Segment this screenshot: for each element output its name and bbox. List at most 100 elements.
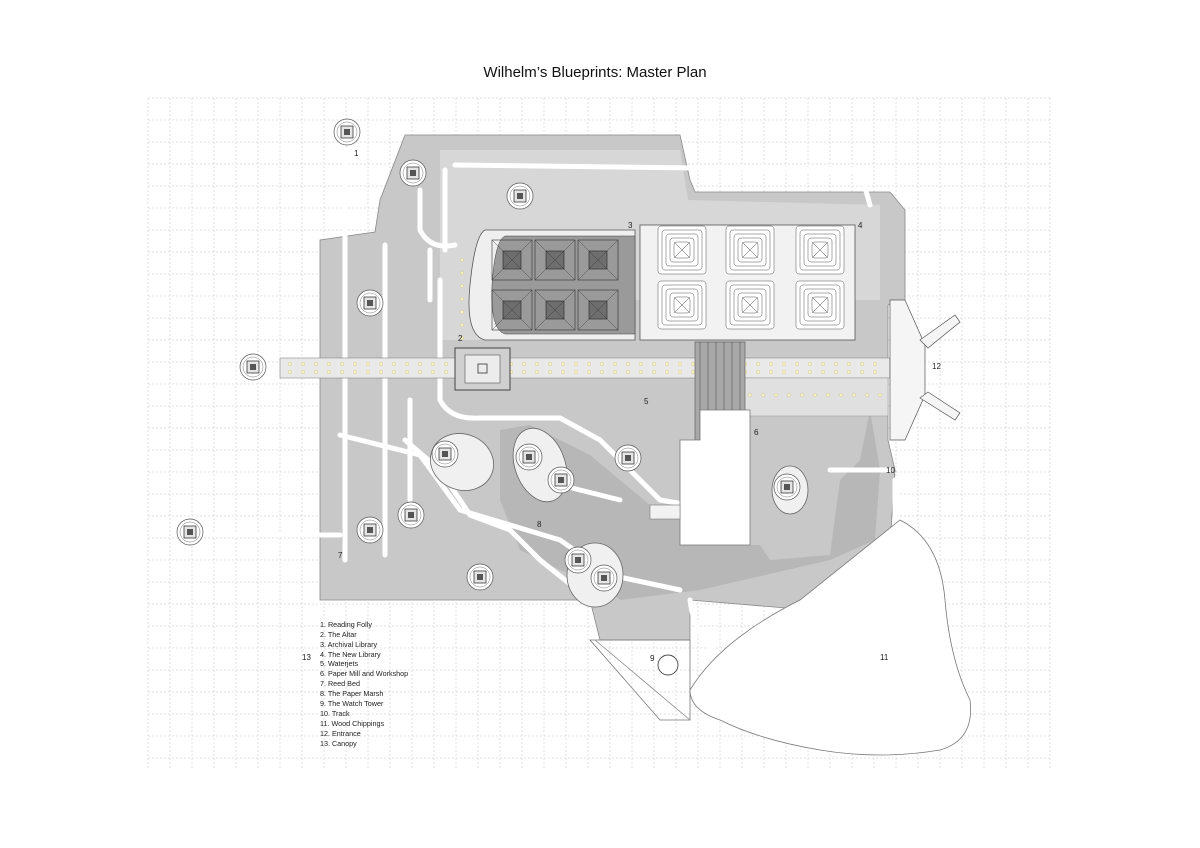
light-dot [340, 362, 345, 367]
light-dot [418, 370, 423, 375]
callout-5: 5 [644, 397, 649, 406]
light-dot [691, 370, 696, 375]
light-dot [756, 370, 761, 375]
light-dot [808, 370, 813, 375]
light-dot [405, 370, 410, 375]
light-dot [665, 362, 670, 367]
archive-cell [491, 239, 533, 281]
callout-9: 9 [650, 654, 655, 663]
entrance [889, 299, 961, 441]
light-dot [392, 362, 397, 367]
light-dot [548, 362, 553, 367]
light-dot [769, 362, 774, 367]
light-dot [327, 370, 332, 375]
light-dot [460, 297, 464, 301]
light-dot [865, 393, 869, 397]
light-dot [821, 370, 826, 375]
walkways [187, 147, 898, 674]
light-dot [873, 362, 878, 367]
callout-8: 8 [537, 520, 542, 529]
reading-folly [356, 516, 384, 544]
archive-cell [534, 289, 576, 331]
light-dot [782, 362, 787, 367]
light-dot [808, 362, 813, 367]
callout-13: 13 [302, 653, 311, 662]
the-altar [454, 347, 511, 391]
light-dot [795, 362, 800, 367]
light-dot [613, 370, 618, 375]
light-dot [839, 393, 843, 397]
light-dot [756, 362, 761, 367]
reading-follies [176, 118, 801, 592]
light-dot [444, 362, 449, 367]
legend-item: 9. The Watch Tower [320, 699, 384, 708]
reading-folly [547, 466, 575, 494]
legend-item: 11. Wood Chippings [320, 719, 384, 728]
legend-item: 7. Reed Bed [320, 679, 360, 688]
light-dot [574, 362, 579, 367]
light-dot [301, 370, 306, 375]
light-dot [665, 370, 670, 375]
light-dot [652, 370, 657, 375]
reading-folly [614, 444, 642, 472]
legend-item: 12. Entrance [320, 729, 361, 738]
callout-7: 7 [338, 551, 343, 560]
light-dot [600, 370, 605, 375]
light-dot [587, 362, 592, 367]
reading-folly [333, 118, 361, 146]
light-dot [561, 362, 566, 367]
reading-folly [590, 564, 618, 592]
light-dot [795, 370, 800, 375]
legend-item: 4. The New Library [320, 650, 381, 659]
light-dot [860, 362, 865, 367]
reading-folly [397, 501, 425, 529]
callout-numbers: 1 2 3 4 5 6 7 8 9 10 11 12 13 [302, 149, 941, 663]
light-dot [613, 362, 618, 367]
light-dot [353, 370, 358, 375]
page-title: Wilhelm’s Blueprints: Master Plan [483, 64, 707, 81]
reading-folly [466, 563, 494, 591]
light-dot [626, 362, 631, 367]
light-dot [460, 323, 464, 327]
light-dot [782, 370, 787, 375]
light-dot [847, 362, 852, 367]
reading-folly [356, 289, 384, 317]
reading-folly [515, 443, 543, 471]
legend-item: 6. Paper Mill and Workshop [320, 669, 408, 678]
light-dot [600, 362, 605, 367]
legend-item: 5. Waterjets [320, 659, 358, 668]
light-dot [444, 370, 449, 375]
library-pavilion [657, 280, 707, 330]
light-dot [548, 370, 553, 375]
reading-folly [564, 546, 592, 574]
light-dot [522, 362, 527, 367]
light-dot [460, 310, 464, 314]
legend-item: 10. Track [320, 709, 350, 718]
light-dot [561, 370, 566, 375]
light-dot [774, 393, 778, 397]
new-library [639, 224, 856, 341]
light-dot [301, 362, 306, 367]
light-dot [639, 370, 644, 375]
canopy [589, 639, 691, 721]
archive-cells [491, 239, 619, 331]
callout-2: 2 [458, 334, 463, 343]
light-dot [821, 362, 826, 367]
light-dot [873, 370, 878, 375]
light-dot [639, 362, 644, 367]
light-dot [353, 362, 358, 367]
light-dot [678, 370, 683, 375]
light-dot [769, 370, 774, 375]
light-dot [587, 370, 592, 375]
light-dot [691, 362, 696, 367]
callout-4: 4 [858, 221, 863, 230]
callout-6: 6 [754, 428, 759, 437]
archive-cell [491, 289, 533, 331]
light-dot [379, 362, 384, 367]
light-dot [800, 393, 804, 397]
wood-chippings [689, 519, 972, 756]
light-dot [748, 393, 752, 397]
light-dot [847, 370, 852, 375]
light-dot [761, 393, 765, 397]
